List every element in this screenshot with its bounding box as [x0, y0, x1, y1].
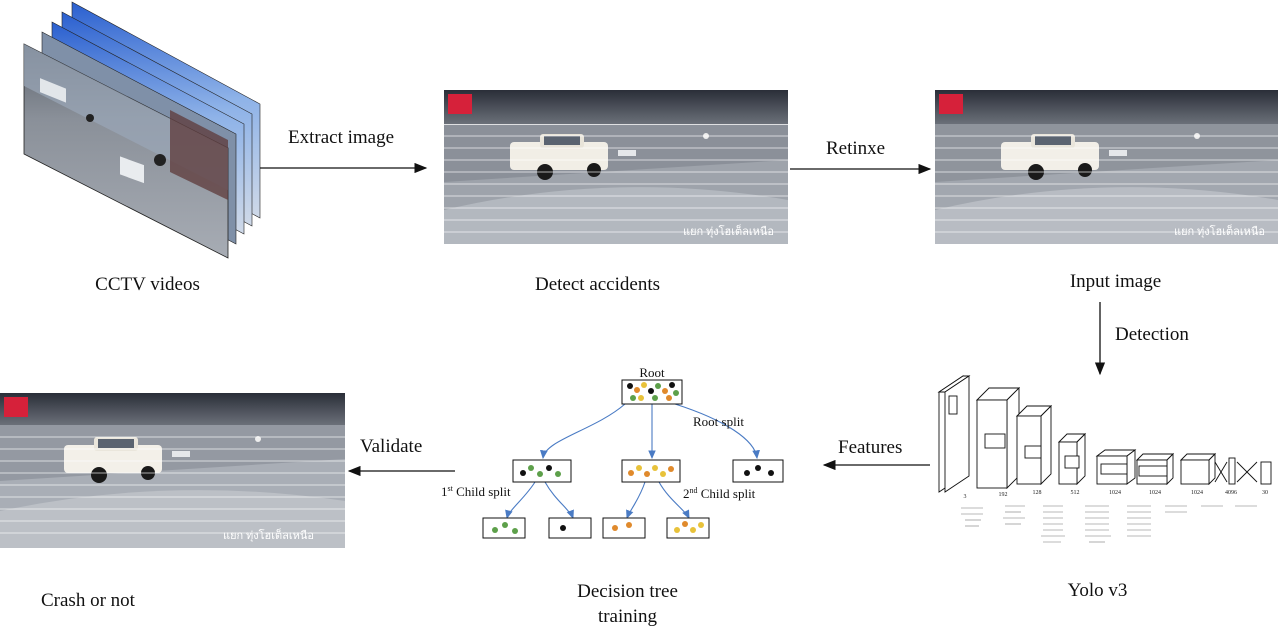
tree-root-label: Root [639, 365, 665, 380]
yolo-dim: 30 [1262, 490, 1268, 496]
frame-caption: แยก ทุ่งโฮเต็ลเหนือ [683, 224, 774, 238]
decision-tree: Root Root split 1st Child split 2nd Chil… [441, 365, 784, 539]
frame-caption: แยก ทุ่งโฮเต็ลเหนือ [223, 528, 314, 542]
yolo-dim: 1024 [1109, 490, 1121, 496]
tree-node [732, 459, 784, 483]
channel-logo [939, 94, 963, 114]
stage-label-tree-line1: Decision tree [577, 581, 678, 602]
tree-edge [674, 403, 760, 460]
yolo-dim: 1024 [1191, 490, 1203, 496]
yolo-conv-block [1135, 452, 1175, 486]
input-image-frame: แยก ทุ่งโฮเต็ลเหนือ [935, 90, 1278, 244]
tree-node [482, 517, 526, 539]
pickup-truck [510, 134, 608, 180]
pickup-truck [1001, 134, 1099, 180]
yolo-input-layer [937, 375, 971, 493]
yolo-conv-block [1095, 449, 1137, 485]
stage-label-crash: Crash or not [41, 590, 135, 611]
arrow-label-validate: Validate [360, 436, 423, 457]
yolo-dim: 512 [1071, 490, 1080, 496]
yolo-architecture: 3 192 128 512 1024 1024 1024 4096 30 [937, 375, 1272, 543]
arrow-extract [260, 162, 428, 174]
tree-root-split-label: Root split [693, 414, 744, 429]
yolo-conv-block [1057, 432, 1087, 486]
yolo-dim: 192 [999, 492, 1008, 498]
yolo-conv-block [1015, 404, 1053, 486]
front-frame [23, 43, 229, 259]
tree-edge [626, 481, 646, 520]
crash-result-frame: แยก ทุ่งโฮเต็ลเหนือ [0, 393, 345, 548]
arrow-features [822, 459, 930, 471]
yolo-dim: 128 [1033, 490, 1042, 496]
stage-label-tree-line2: training [597, 606, 658, 627]
tree-edge [544, 481, 574, 520]
arrow-label-features: Features [838, 437, 903, 458]
arrow-detection [1094, 302, 1106, 376]
stage-label-yolo: Yolo v3 [1067, 580, 1128, 601]
tree-child1-label: 1st Child split [441, 484, 511, 499]
detect-accidents-frame: แยก ทุ่งโฮเต็ลเหนือ [444, 90, 788, 244]
tree-node-root [621, 379, 683, 405]
tree-edge [540, 403, 626, 460]
arrow-retinex [790, 163, 932, 175]
stage-label-input: Input image [1069, 271, 1162, 292]
arrow-label-extract: Extract image [288, 127, 395, 148]
tree-node [666, 517, 710, 539]
tree-node [548, 517, 592, 539]
tree-node [602, 517, 646, 539]
yolo-dim: 4096 [1225, 490, 1237, 496]
frame-caption: แยก ทุ่งโฮเต็ลเหนือ [1174, 224, 1265, 238]
yolo-dim: 1024 [1149, 490, 1161, 496]
arrow-label-retinex: Retinxe [826, 138, 886, 159]
tree-child2-label: 2nd Child split [683, 486, 756, 501]
tree-edge [658, 481, 690, 519]
yolo-conv-block [975, 386, 1021, 490]
yolo-fc-block [1179, 452, 1217, 486]
tree-node [512, 459, 572, 483]
pickup-truck [64, 437, 162, 483]
cctv-frames-stack [23, 1, 261, 259]
channel-logo [4, 397, 28, 417]
stage-label-detect: Detect accidents [534, 274, 660, 295]
arrow-validate [347, 465, 455, 477]
arrow-label-detection: Detection [1115, 324, 1189, 345]
yolo-dim: 3 [964, 494, 967, 500]
tree-node [621, 459, 681, 483]
stage-label-cctv: CCTV videos [95, 274, 200, 295]
tree-edge [505, 481, 536, 520]
stage-label-tree: Decision tree training [540, 579, 715, 629]
channel-logo [448, 94, 472, 114]
